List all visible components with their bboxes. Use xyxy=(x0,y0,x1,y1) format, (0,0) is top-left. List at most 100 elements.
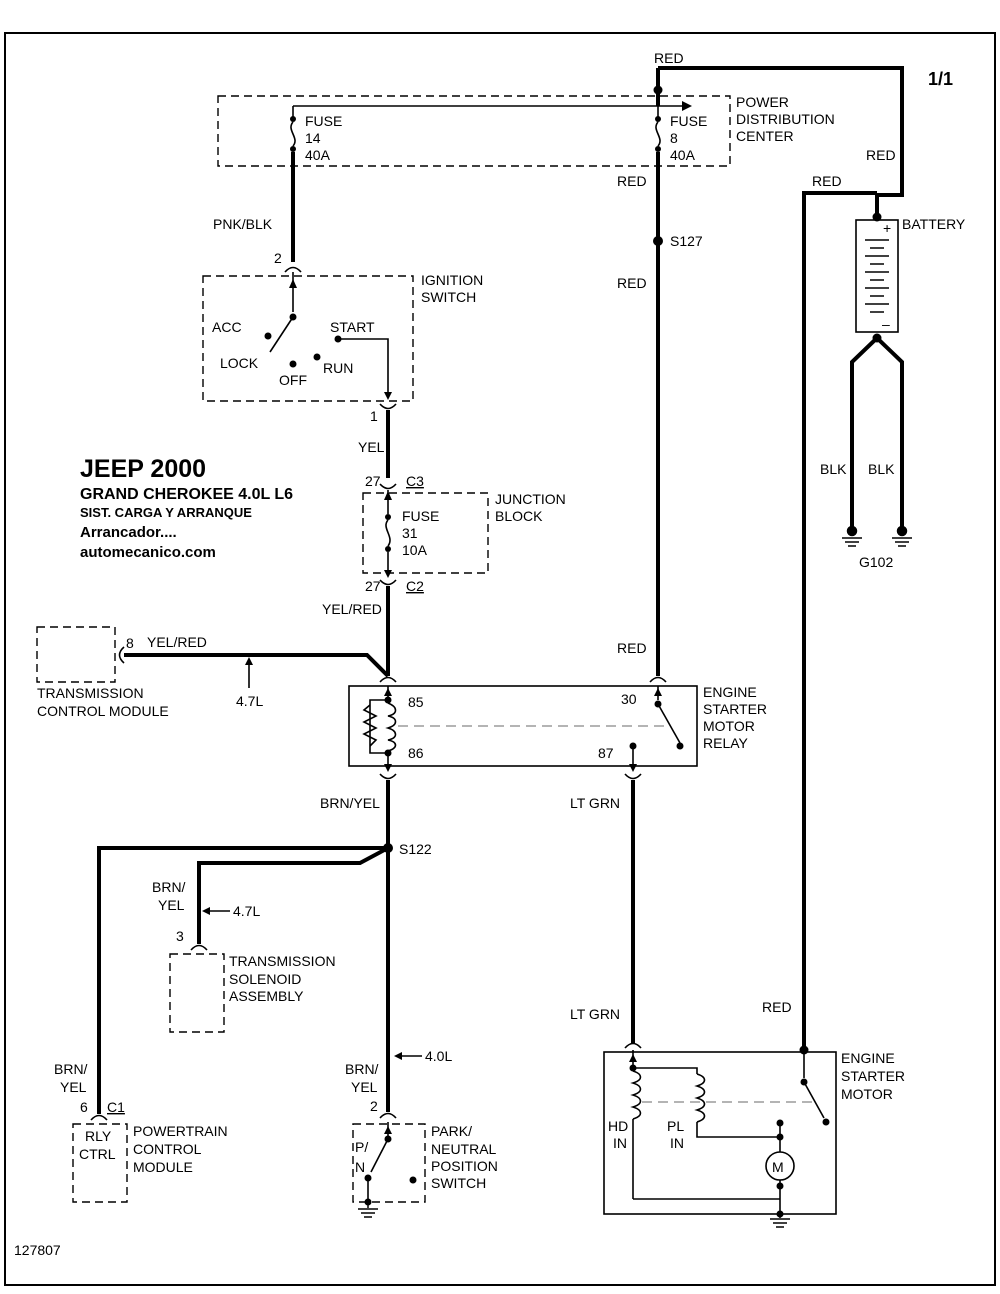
pcm-box xyxy=(72,1123,128,1203)
relay-switch-blade xyxy=(657,703,681,744)
pdc-label-3: CENTER xyxy=(736,128,794,144)
wire-label-brn-sol: BRN/ xyxy=(152,879,186,895)
ground-g102-icon xyxy=(842,525,912,547)
relay-coil-icon xyxy=(385,702,397,752)
ignition-box xyxy=(202,275,414,402)
wire-label-red-right: RED xyxy=(866,147,896,163)
junction-label-1: JUNCTION xyxy=(495,491,566,507)
ignition-start: START xyxy=(330,319,375,335)
junction-block: JUNCTION BLOCK 27 C3 FUSE 31 10A 27 C2 xyxy=(362,473,566,594)
wire-label-yel: YEL xyxy=(358,439,385,455)
pcm-label-2: CONTROL xyxy=(133,1141,202,1157)
pcm-label-1: POWERTRAIN xyxy=(133,1123,228,1139)
solenoid-label-2: SOLENOID xyxy=(229,971,301,987)
fuse14-number: 14 xyxy=(305,130,321,146)
ignition-switch: IGNITION SWITCH 2 ACC START LOCK OFF RUN… xyxy=(202,250,483,424)
bus-arrow-icon xyxy=(682,101,692,111)
starter-box xyxy=(603,1051,837,1215)
junction-label-2: BLOCK xyxy=(495,508,543,524)
wire-label-yel-pcm: YEL xyxy=(60,1079,87,1095)
wire-label-red-starter: RED xyxy=(762,999,792,1015)
wire-label-yel-sol: YEL xyxy=(158,897,185,913)
splice-s122-label: S122 xyxy=(399,841,432,857)
tcm-engine-note: 4.7L xyxy=(236,693,263,709)
ignition-lock: LOCK xyxy=(220,355,259,371)
wire-label-brn-pcm: BRN/ xyxy=(54,1061,88,1077)
pnp-engine-note: 4.0L xyxy=(425,1048,452,1064)
wire-label-yel-red: YEL/RED xyxy=(322,601,382,617)
battery: + – BATTERY xyxy=(855,216,966,343)
tcm-pin-8: 8 xyxy=(126,635,134,651)
title-line3: SIST. CARGA Y ARRANQUE xyxy=(80,505,252,520)
pcm-conn-c1: C1 xyxy=(107,1099,125,1115)
pnp-p: P/ xyxy=(355,1139,368,1155)
pnp-box xyxy=(352,1123,426,1203)
pcm-rly: RLY xyxy=(85,1128,112,1144)
fuse31-icon xyxy=(385,519,391,547)
wire-label-red-mid: RED xyxy=(617,275,647,291)
ground-g102-label: G102 xyxy=(859,554,893,570)
ignition-run: RUN xyxy=(323,360,353,376)
wire-yel-red-tcm xyxy=(124,653,390,678)
wire-blk-2 xyxy=(875,336,904,528)
relay-label-2: STARTER xyxy=(703,701,767,717)
wire-label-lt-grn-1: LT GRN xyxy=(570,795,620,811)
ignition-label-1: IGNITION xyxy=(421,272,483,288)
wire-label-red-bat: RED xyxy=(812,173,842,189)
wire-label-yel-pnp: YEL xyxy=(351,1079,378,1095)
fuse8-icon xyxy=(655,121,661,147)
pnp-label-3: POSITION xyxy=(431,1158,498,1174)
page-number: 1/1 xyxy=(928,69,953,89)
junction-pin-top: 27 xyxy=(365,473,381,489)
power-distribution-center: POWER DISTRIBUTION CENTER FUSE 14 40A FU… xyxy=(217,94,835,167)
wire-label-red-top: RED xyxy=(654,50,684,66)
wire-label-red-relay: RED xyxy=(617,640,647,656)
pnp-label-2: NEUTRAL xyxy=(431,1141,497,1157)
pl-coil-icon xyxy=(694,1073,706,1123)
starter-switch-blade xyxy=(803,1081,825,1119)
splice-s127-label: S127 xyxy=(670,233,703,249)
pnp-label-4: SWITCH xyxy=(431,1175,486,1191)
wire-red-battery-starter xyxy=(802,191,877,1050)
pnp-pin-2: 2 xyxy=(370,1098,378,1114)
ignition-off: OFF xyxy=(279,372,307,388)
relay-pin-87: 87 xyxy=(598,745,614,761)
relay-label-4: RELAY xyxy=(703,735,749,751)
title-line1: JEEP 2000 xyxy=(80,455,206,483)
fuse8-number: 8 xyxy=(670,130,678,146)
relay-pin-85: 85 xyxy=(408,694,424,710)
starter-hd-in: IN xyxy=(613,1135,627,1151)
relay-pin-30: 30 xyxy=(621,691,637,707)
powertrain-control-module: 6 C1 RLY CTRL POWERTRAIN CONTROL MODULE xyxy=(72,1099,228,1203)
starter-ground-icon xyxy=(770,1214,790,1228)
battery-plus: + xyxy=(883,220,891,236)
arrow-left-icon xyxy=(202,907,210,915)
wire-label-blk1: BLK xyxy=(820,461,847,477)
junction-pin-bottom: 27 xyxy=(365,578,381,594)
hd-coil-icon xyxy=(630,1070,642,1120)
relay-resistor-icon xyxy=(362,704,378,747)
junction-conn-c3: C3 xyxy=(406,473,424,489)
relay-box xyxy=(348,685,698,767)
wire-label-brn-yel: BRN/YEL xyxy=(320,795,380,811)
arrow-up-icon xyxy=(245,657,253,665)
battery-cells-icon xyxy=(865,239,889,313)
ignition-switch-blade xyxy=(269,316,294,353)
park-neutral-position-switch: 2 P/ N PARK/ NEUTRAL POSITION SWITCH xyxy=(352,1098,498,1218)
relay-label-1: ENGINE xyxy=(703,684,757,700)
engine-starter-motor: ENGINE STARTER MOTOR M HD xyxy=(603,1042,905,1228)
fuse8-label: FUSE xyxy=(670,113,707,129)
pcm-pin-6: 6 xyxy=(80,1099,88,1115)
title-line4: Arrancador.... xyxy=(80,524,177,541)
wire-brn-yel-solenoid xyxy=(197,846,389,944)
fuse14-rating: 40A xyxy=(305,147,331,163)
tcm-label-2: CONTROL MODULE xyxy=(37,703,169,719)
fuse31-rating: 10A xyxy=(402,542,428,558)
relay-label-3: MOTOR xyxy=(703,718,755,734)
wire-label-pnk-blk: PNK/BLK xyxy=(213,216,273,232)
pcm-ctrl: CTRL xyxy=(79,1146,116,1162)
pdc-label-1: POWER xyxy=(736,94,789,110)
wire-brn-yel-pcm xyxy=(97,846,388,1114)
junction-box xyxy=(362,492,489,574)
